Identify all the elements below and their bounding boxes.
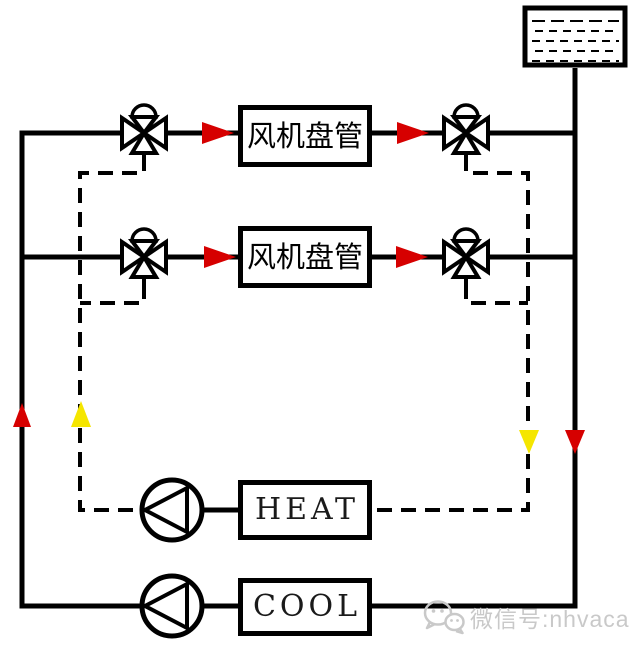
supply-flow-arrows-red [13, 122, 585, 454]
cool-source-label: COOL [252, 589, 362, 624]
fan-coil-unit-2-label: 风机盘管 [246, 239, 363, 274]
return-pipes-dashed [78, 156, 530, 512]
three-way-valve-icon-bottom-right [442, 227, 490, 286]
tank-water-hatching [532, 20, 619, 62]
pump-icon-heat [142, 480, 202, 540]
flow-arrow-up-icon [13, 403, 31, 427]
flow-arrow-right-icon [202, 122, 234, 144]
cool-source-box: COOL [238, 578, 372, 636]
flow-arrow-up-icon [71, 401, 91, 427]
return-flow-arrows-yellow [71, 401, 539, 454]
fan-coil-unit-1-label: 风机盘管 [246, 118, 363, 153]
flow-arrow-right-icon [204, 246, 236, 268]
fan-coil-unit-1-box: 风机盘管 [238, 105, 372, 167]
flow-arrow-right-icon [396, 246, 428, 268]
fan-coil-unit-2-box: 风机盘管 [238, 226, 372, 288]
wechat-icon [423, 600, 465, 635]
flow-arrow-down-icon [519, 430, 539, 454]
watermark-text: 微信号:nhvaca [470, 606, 630, 632]
three-way-valve-icon-top-right [442, 103, 490, 162]
supply-pipes [19, 68, 578, 609]
pump-icon-cool [142, 576, 202, 636]
three-way-valve-icon-bottom-left [120, 227, 168, 286]
watermark: 微信号:nhvaca [422, 598, 630, 636]
heat-source-box: HEAT [238, 480, 372, 540]
three-way-valve-icon-top-left [120, 103, 168, 162]
expansion-tank-icon [522, 5, 628, 68]
heat-source-label: HEAT [254, 492, 360, 527]
flow-arrow-down-icon [565, 430, 585, 454]
flow-arrow-right-icon [397, 122, 429, 144]
